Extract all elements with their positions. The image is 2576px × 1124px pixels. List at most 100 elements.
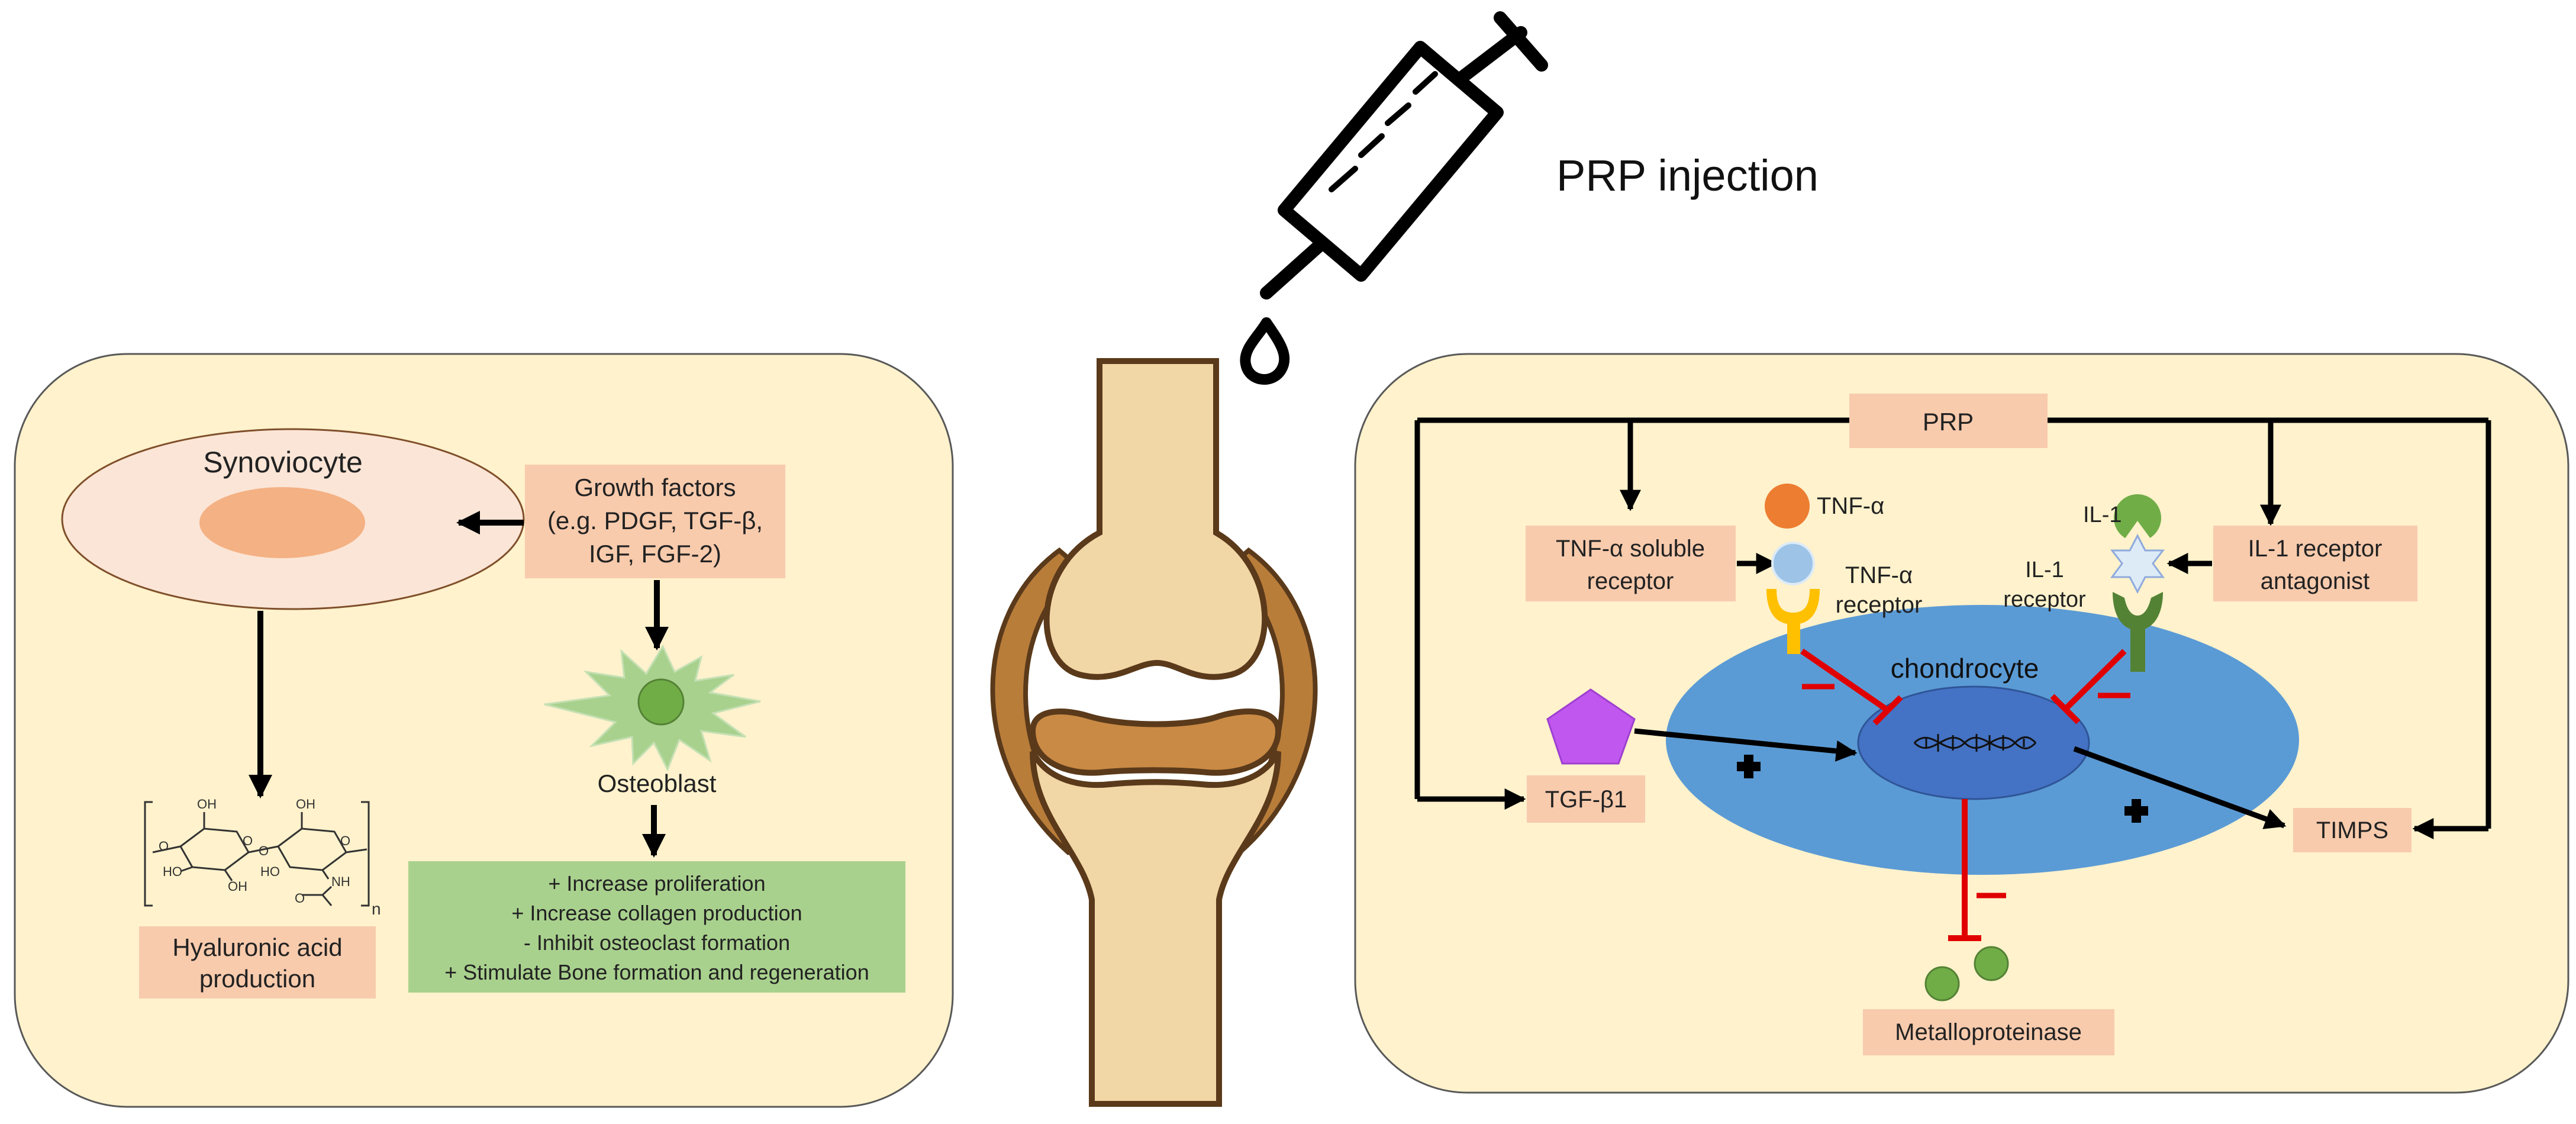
effect-line-3: - Inhibit osteoclast formation bbox=[524, 930, 790, 955]
il1-antagonist-box: IL-1 receptor antagonist bbox=[2213, 526, 2417, 601]
synoviocyte-cell: Synoviocyte bbox=[61, 428, 525, 610]
growth-factors-line-3: IGF, FGF-2) bbox=[589, 540, 721, 568]
prp-box: PRP bbox=[1849, 394, 2048, 448]
chondrocyte-nucleus bbox=[1857, 685, 2090, 800]
hyaluronic-acid-box: Hyaluronic acid production bbox=[139, 926, 376, 999]
metallo-box-bg bbox=[1863, 1009, 2114, 1055]
tibia-bone bbox=[1030, 750, 1281, 1107]
label-o-2: O bbox=[243, 833, 253, 848]
label-oh-2: OH bbox=[296, 797, 315, 811]
prp-box-bg bbox=[1849, 394, 2048, 448]
femur-bone bbox=[1043, 358, 1268, 680]
timps-box: TIMPS bbox=[2293, 808, 2411, 852]
plus-timps bbox=[2124, 799, 2148, 823]
inhibit-il1-bar bbox=[2050, 694, 2081, 724]
hyaluronic-labels: OH OH HO HO OH NH O O O O O n bbox=[159, 797, 381, 918]
tnf-soluble-bound bbox=[1771, 542, 1815, 585]
growth-factors-box-bg bbox=[525, 465, 785, 578]
glycosidic-link-1 bbox=[248, 845, 279, 854]
synoviocyte-label: Synoviocyte bbox=[203, 446, 363, 479]
il1-receptor-stem bbox=[2130, 627, 2145, 672]
chondrocyte-label: chondrocyte bbox=[1891, 653, 2039, 684]
osteoblast-effects-box: + Increase proliferation + Increase coll… bbox=[408, 861, 905, 993]
syringe-plunger-handle bbox=[1494, 11, 1548, 72]
arrow-tgf-to-nucleus bbox=[1634, 728, 1858, 762]
bracket-right bbox=[361, 801, 370, 907]
substituent-4 bbox=[321, 869, 330, 880]
metallo-label: Metalloproteinase bbox=[1895, 1019, 2082, 1045]
il1-receptor-line-2: receptor bbox=[2003, 587, 2086, 612]
label-ho-1: HO bbox=[163, 864, 182, 879]
tnf-receptor-icon bbox=[1766, 589, 1820, 624]
tnf-soluble-line-2: receptor bbox=[1587, 568, 1674, 594]
label-oh-bottom: OH bbox=[228, 879, 247, 894]
metallo-molecule-1 bbox=[1924, 966, 1960, 1001]
substituent-3 bbox=[224, 869, 233, 881]
tnf-alpha-label: TNF-α bbox=[1817, 493, 1884, 519]
label-oh-1: OH bbox=[197, 797, 217, 811]
dna-strand-2 bbox=[1913, 736, 2037, 749]
syringe-tick-3 bbox=[1385, 102, 1411, 126]
inhibit-tnf-bar bbox=[1872, 695, 1903, 726]
effect-line-2: + Increase collagen production bbox=[511, 901, 802, 925]
tgf-beta1-box: TGF-β1 bbox=[1527, 775, 1645, 823]
label-o-1: O bbox=[159, 839, 169, 854]
osteoblast-label: Osteoblast bbox=[598, 769, 717, 797]
label-o-5: O bbox=[295, 891, 305, 906]
metalloproteinase-box: Metalloproteinase bbox=[1863, 1009, 2114, 1055]
substituent-5 bbox=[180, 866, 193, 872]
il1-molecule bbox=[2114, 494, 2161, 542]
plus-tgf bbox=[1737, 755, 1761, 778]
il1-label: IL-1 bbox=[2083, 503, 2122, 527]
chain-left bbox=[152, 845, 181, 854]
tnf-receptor-line-2: receptor bbox=[1836, 592, 1923, 618]
acetyl-group bbox=[302, 885, 333, 906]
tnf-soluble-line-1: TNF-α soluble bbox=[1556, 536, 1705, 562]
il1-bite bbox=[2122, 521, 2154, 543]
tgf-label: TGF-β1 bbox=[1545, 787, 1627, 813]
arrow-nucleus-to-timps bbox=[2073, 746, 2287, 829]
syringe-plunger bbox=[1452, 26, 1527, 86]
label-o-4: O bbox=[340, 833, 350, 848]
effect-line-1: + Increase proliferation bbox=[548, 871, 765, 896]
effects-box-bg bbox=[408, 861, 905, 993]
meniscus-cartilage bbox=[1029, 708, 1282, 776]
il1-antagonist-star bbox=[2110, 533, 2165, 594]
hyaluronic-box-bg bbox=[139, 926, 376, 999]
syringe-icon bbox=[1240, 11, 1548, 385]
tgf-beta1-molecule bbox=[1546, 688, 1636, 765]
inhibit-il1-line bbox=[2063, 649, 2127, 711]
il1-antagonist-line-1: IL-1 receptor bbox=[2248, 536, 2382, 562]
hyaluronic-line-2: production bbox=[199, 965, 315, 993]
effect-line-4: + Stimulate Bone formation and regenerat… bbox=[444, 960, 869, 984]
chain-right bbox=[346, 848, 367, 854]
prp-injection-title: PRP injection bbox=[1556, 151, 1819, 200]
prp-droplet bbox=[1240, 317, 1290, 385]
tnf-receptor-stem bbox=[1787, 621, 1800, 654]
dna-icon bbox=[1913, 734, 2037, 752]
label-n-subscript: n bbox=[372, 900, 381, 918]
il1-antagonist-line-2: antagonist bbox=[2261, 568, 2370, 594]
hyaluronic-acid-structure bbox=[144, 801, 370, 907]
syringe-barrel bbox=[1278, 41, 1504, 282]
growth-factors-line-2: (e.g. PDGF, TGF-β, bbox=[547, 507, 763, 534]
right-panel: chondrocyte PRP TNF-α soluble receptor bbox=[1354, 353, 2569, 1094]
tnf-receptor-line-1: TNF-α bbox=[1845, 562, 1913, 588]
left-panel: Synoviocyte Growth factors (e.g. PDGF, T… bbox=[14, 353, 954, 1108]
syringe-tick-2 bbox=[1358, 133, 1385, 158]
growth-factors-line-1: Growth factors bbox=[574, 474, 736, 501]
syringe-tick-4 bbox=[1413, 71, 1438, 95]
tnf-soluble-receptor-box: TNF-α soluble receptor bbox=[1526, 526, 1736, 601]
label-ho-2: HO bbox=[260, 864, 280, 879]
bracket-left bbox=[144, 801, 153, 907]
tnf-soluble-box-bg bbox=[1526, 526, 1736, 601]
il1-receptor-icon bbox=[2113, 592, 2163, 630]
prp-label: PRP bbox=[1923, 408, 1974, 436]
dna-strand-1 bbox=[1913, 736, 2037, 749]
il1-receptor-line-1: IL-1 bbox=[2025, 558, 2064, 582]
osteoblast-nucleus bbox=[637, 678, 685, 726]
label-o-3: O bbox=[259, 843, 269, 858]
timps-box-bg bbox=[2293, 808, 2411, 852]
inhibit-tnf-line bbox=[1800, 648, 1890, 713]
tgf-box-bg bbox=[1527, 775, 1645, 823]
